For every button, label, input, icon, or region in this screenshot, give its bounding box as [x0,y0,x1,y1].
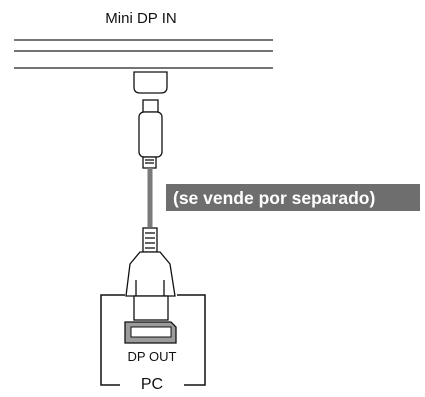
dp-out-port [124,321,177,344]
monitor-port-label: Mini DP IN [105,10,176,27]
dp-connector [125,227,176,321]
dp-out-label: DP OUT [128,349,177,364]
sold-separately-text: (se vende por separado) [173,188,375,208]
pc-label: PC [141,376,163,393]
monitor-edge [14,39,273,69]
pc-outline [100,294,206,386]
mini-dp-connector [133,71,168,169]
sold-separately-badge: (se vende por separado) [166,184,420,211]
